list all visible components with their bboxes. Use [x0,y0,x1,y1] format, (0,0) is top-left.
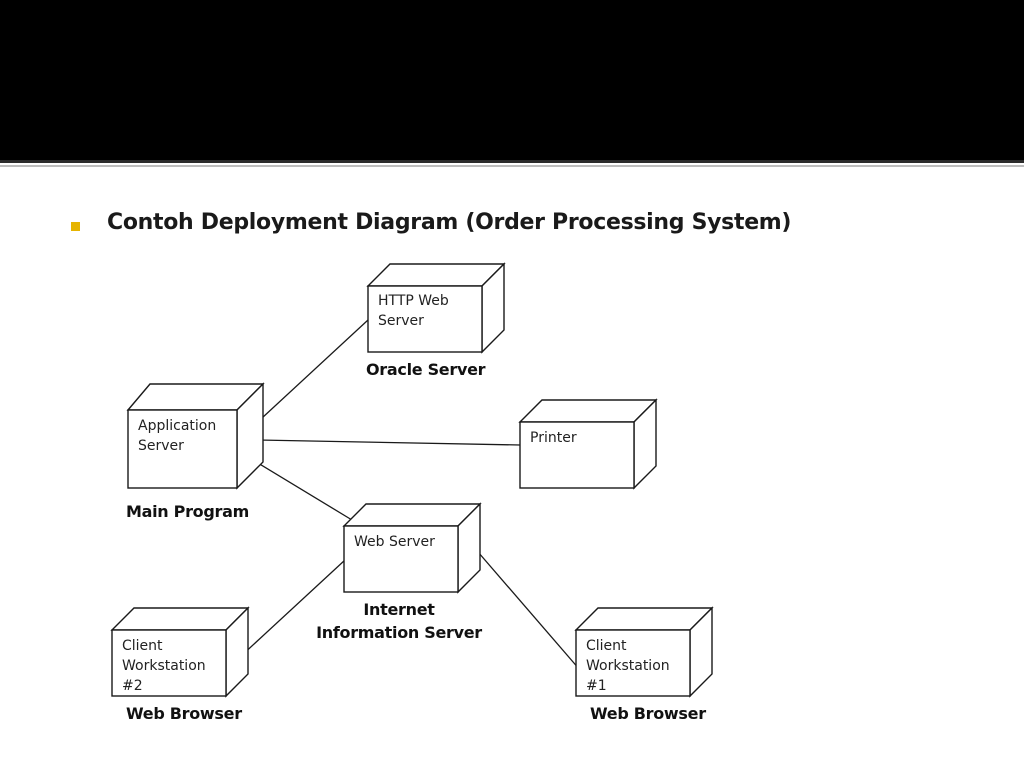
printer-text: Printer [530,428,577,448]
node-http-web-server [366,262,506,354]
node-text-line: Server [138,438,184,454]
node-text-line: HTTP Web [378,293,449,309]
connection-application-printer [257,439,521,446]
node-text-line: Server [378,313,424,329]
node-text-line: #1 [586,678,607,694]
label-line: Internet [363,600,435,619]
node-text-line: Client [122,638,163,654]
web-browser-label-client-1: Web Browser [590,704,706,723]
node-text-line: Printer [530,430,577,446]
node-client-workstation-2 [110,606,250,698]
bullet-square-icon [71,222,80,231]
internet-information-server-label: Internet Information Server [300,598,498,644]
connection-application-webserver [247,456,353,521]
node-printer [518,398,658,490]
node-text-line: Client [586,638,627,654]
node-client-workstation-1 [574,606,714,698]
client-workstation-2-text: Client Workstation #2 [122,636,206,696]
label-line: Information Server [316,623,482,642]
connection-application-http [261,319,369,419]
connection-webserver-client2 [239,559,346,658]
divider-rule [0,160,1024,163]
title-band [0,0,1024,160]
node-application-server [126,382,265,490]
connection-webserver-client1 [471,544,581,671]
web-server-text: Web Server [354,532,435,552]
node-text-line: Workstation [122,658,206,674]
application-server-text: Application Server [138,416,216,456]
node-web-server [342,502,482,594]
client-workstation-1-text: Client Workstation #1 [586,636,670,696]
main-program-label: Main Program [126,502,249,521]
web-browser-label-client-2: Web Browser [126,704,242,723]
node-text-line: Workstation [586,658,670,674]
node-text-line: Web Server [354,534,435,550]
slide-heading: Contoh Deployment Diagram (Order Process… [107,210,792,235]
node-text-line: Application [138,418,217,434]
node-text-line: #2 [122,678,143,694]
http-web-server-text: HTTP Web Server [378,291,449,331]
oracle-server-label: Oracle Server [366,360,486,379]
divider-rule-light [0,165,1024,167]
